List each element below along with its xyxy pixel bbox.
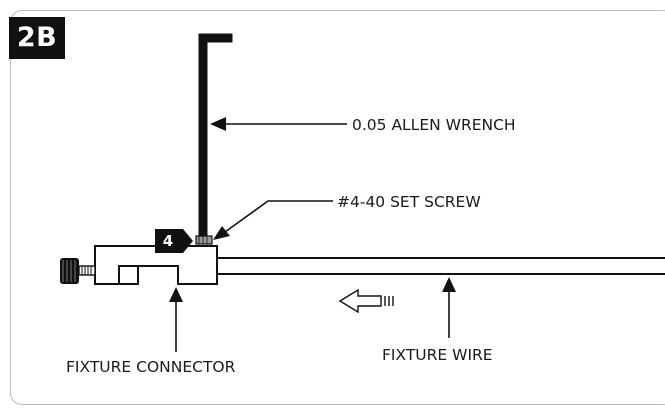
diagram-frame [10,10,665,405]
fixture-connector-label: FIXTURE CONNECTOR [66,358,236,376]
fixture-wire-label: FIXTURE WIRE [382,346,493,364]
set-screw-leader [213,200,333,240]
set-screw-label: #4-40 SET SCREW [337,193,481,211]
allen-wrench-label: 0.05 ALLEN WRENCH [352,116,516,134]
connector-slot [118,265,138,284]
torque-badge-number: 4 [162,232,174,250]
torque-badge-shape [155,229,193,253]
insertion-direction-arrow-icon [338,288,394,314]
allen-wrench-leader [210,117,347,131]
fixture-connector [94,245,218,285]
set-screw [195,235,213,245]
step-badge: 2B [9,17,65,59]
thumb-screw [60,258,96,284]
allen-wrench [198,33,233,237]
fixture-wire-leader [442,277,456,338]
fixture-connector-leader [169,287,183,352]
fixture-wire [216,257,665,275]
